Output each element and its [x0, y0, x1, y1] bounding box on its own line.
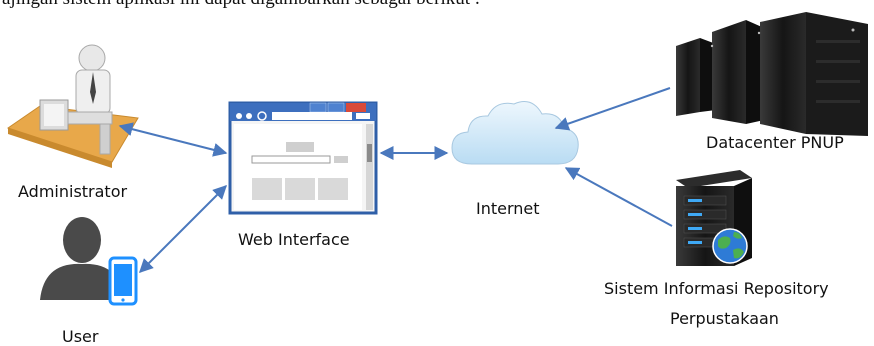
arrow-administrator-web — [118, 122, 228, 157]
arrow-datacenter-internet — [554, 87, 671, 131]
repository-label-line1: Sistem Informasi Repository — [604, 279, 829, 298]
repository-server-icon — [676, 170, 752, 266]
administrator-icon — [6, 44, 139, 168]
web-interface-label: Web Interface — [238, 230, 350, 249]
datacenter-icon — [676, 12, 868, 136]
arrow-repository-internet — [564, 167, 673, 227]
user-icon — [40, 217, 138, 306]
administrator-label: Administrator — [18, 182, 128, 201]
internet-label: Internet — [476, 199, 540, 218]
cloud-icon — [451, 101, 579, 165]
top-caption: ajingan sistem aplikasi ini dapat digamb… — [0, 0, 874, 10]
datacenter-label: Datacenter PNUP — [706, 133, 844, 152]
web-browser-icon — [228, 101, 378, 215]
user-label: User — [62, 327, 99, 346]
repository-label-line2: Perpustakaan — [670, 309, 779, 328]
arrow-user-web — [139, 185, 227, 273]
